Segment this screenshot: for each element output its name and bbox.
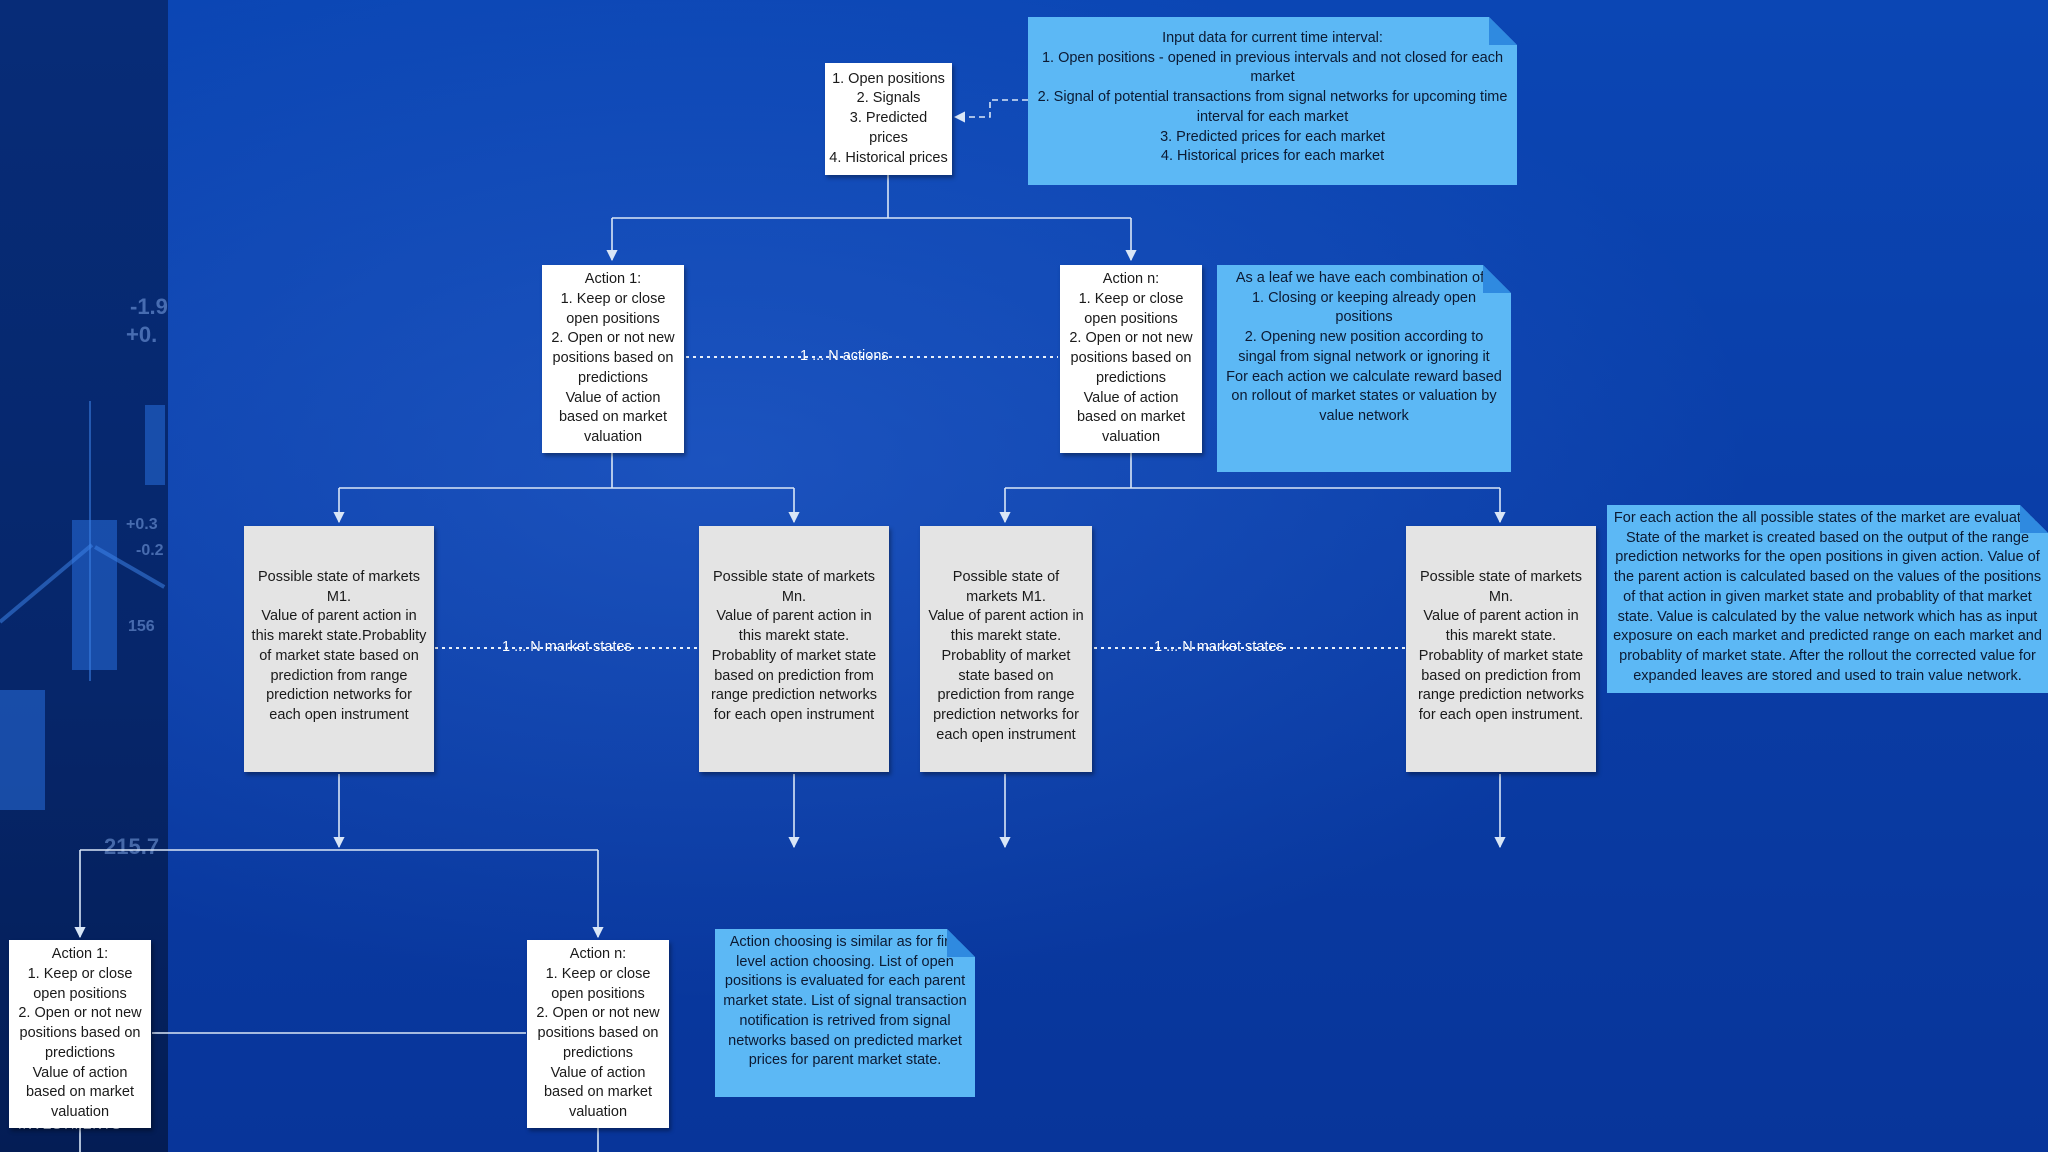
sub-action-1-text: Action 1: 1. Keep or close open position… <box>18 946 142 1120</box>
action-n-node: Action n: 1. Keep or close open position… <box>1060 265 1202 453</box>
deco-value: -0.2 <box>136 542 164 559</box>
deco-candle <box>0 690 45 810</box>
market-state-node-4: Possible state of markets Mn. Value of p… <box>1406 526 1596 772</box>
action-1-text: Action 1: 1. Keep or close open position… <box>551 271 675 445</box>
market-states-note: For each action the all possible states … <box>1607 505 2048 693</box>
deco-value: +0.3 <box>126 516 158 533</box>
market-state-2-text: Possible state of markets Mn. Value of p… <box>710 569 878 723</box>
deco-value: 156 <box>128 618 155 635</box>
market-state-4-text: Possible state of markets Mn. Value of p… <box>1417 569 1585 723</box>
market-state-3-text: Possible state of markets M1. Value of p… <box>928 569 1084 743</box>
deco-value: -1.9 <box>130 294 168 319</box>
leaf-combination-note: As a leaf we have each combination of : … <box>1217 265 1511 472</box>
market-state-node-3: Possible state of markets M1. Value of p… <box>920 526 1092 772</box>
footer-watermark: INVESTMENTS <box>18 1117 122 1132</box>
market-state-node-2: Possible state of markets Mn. Value of p… <box>699 526 889 772</box>
edge-label-n-market-states-left: 1 ... N market states <box>502 639 632 655</box>
market-state-1-text: Possible state of markets M1. Value of p… <box>251 569 427 723</box>
action-choosing-note-text: Action choosing is similar as for first … <box>723 934 967 1069</box>
input-data-note: Input data for current time interval: 1.… <box>1028 17 1517 185</box>
root-input-text: 1. Open positions 2. Signals 3. Predicte… <box>829 70 948 166</box>
deco-value: 215.7 <box>104 834 160 859</box>
connector-root-to-actions <box>612 175 1131 219</box>
root-input-node: 1. Open positions 2. Signals 3. Predicte… <box>825 63 952 175</box>
edge-label-n-actions: 1 ... N actions <box>800 348 889 364</box>
action-n-text: Action n: 1. Keep or close open position… <box>1069 271 1193 445</box>
edge-label-n-market-states-right: 1 ... N market states <box>1154 639 1284 655</box>
deco-candle <box>145 405 165 485</box>
sub-action-1-node: Action 1: 1. Keep or close open position… <box>9 940 151 1128</box>
action-1-node: Action 1: 1. Keep or close open position… <box>542 265 684 453</box>
market-state-node-1: Possible state of markets M1. Value of p… <box>244 526 434 772</box>
sub-action-n-node: Action n: 1. Keep or close open position… <box>527 940 669 1128</box>
leaf-combination-note-text: As a leaf we have each combination of : … <box>1226 270 1502 424</box>
connector-actionN-to-states <box>1005 453 1500 489</box>
market-states-note-text: For each action the all possible states … <box>1613 510 2042 684</box>
sub-action-n-text: Action n: 1. Keep or close open position… <box>536 946 660 1120</box>
input-data-note-text: Input data for current time interval: 1.… <box>1037 30 1508 165</box>
deco-candle <box>72 520 117 670</box>
connector-input-note-to-root <box>953 99 1028 123</box>
action-choosing-note: Action choosing is similar as for first … <box>715 929 975 1097</box>
deco-value: +0. <box>126 322 158 347</box>
connector-action1-to-states <box>339 453 794 489</box>
